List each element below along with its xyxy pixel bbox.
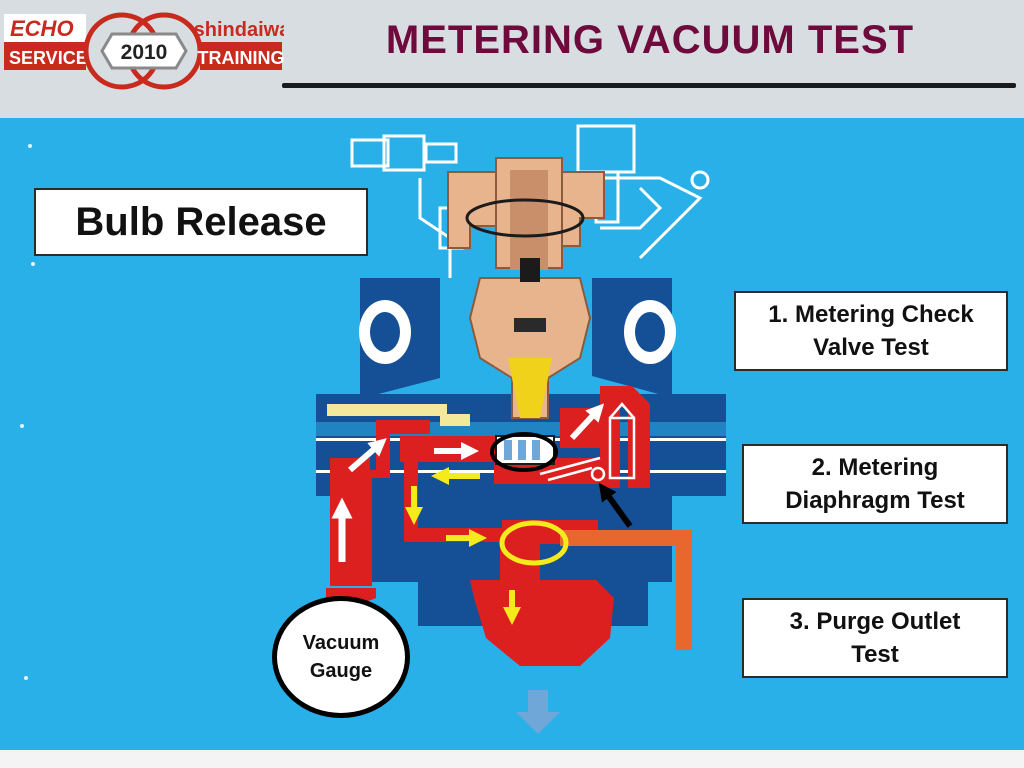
speck [20, 424, 24, 428]
vacuum-gauge-line2: Gauge [309, 660, 373, 682]
page-title: METERING VACUUM TEST [385, 18, 915, 62]
purge-outlet-test-label: 3. Purge Outlet Test [742, 598, 1008, 678]
purge-outlet-test-line1: 3. Purge Outlet [789, 608, 961, 635]
logo-left-sub: SERVICE [9, 48, 88, 68]
echo-word-bg [4, 14, 86, 42]
diaphragm-test-label: 2. Metering Diaphragm Test [742, 444, 1008, 524]
logo-right-word: shindaiwa [194, 19, 284, 41]
black-ring-icon [490, 432, 558, 472]
white-arrow-icon [569, 403, 605, 441]
logo-year-badge [100, 32, 188, 70]
venturi-assembly [327, 157, 605, 426]
footer-strip [0, 750, 1024, 768]
speck [28, 144, 32, 148]
purge-outlet-test-line2: Test [851, 641, 899, 668]
vacuum-gauge-line1: Vacuum [302, 632, 380, 654]
carburetor-diagram [20, 124, 726, 734]
training-logo: ECHO SERVICE 2010 shindaiwa TRAINING [4, 12, 285, 90]
down-arrow-icon [516, 690, 560, 734]
speck [24, 676, 28, 680]
speck [31, 262, 35, 266]
diaphragm-test-line1: 2. Metering [811, 454, 939, 481]
title-underline [282, 83, 1016, 88]
vacuum-gauge-label: Vacuum Gauge [272, 596, 410, 718]
diagram-stage: Bulb Release 1. Metering Check Valve Tes… [0, 118, 1024, 750]
white-arrow-icon [348, 438, 387, 473]
yellow-ring-icon [499, 520, 569, 566]
black-arrow-icon [598, 482, 633, 528]
logo-left-word: ECHO [10, 16, 74, 41]
header: ECHO SERVICE 2010 shindaiwa TRAINING MET… [0, 0, 1024, 118]
shindaiwa-sub-bg [200, 42, 282, 70]
check-valve-test-label: 1. Metering Check Valve Test [734, 291, 1008, 371]
check-valve-test-line1: 1. Metering Check [768, 301, 974, 328]
diaphragm-test-line2: Diaphragm Test [785, 487, 965, 514]
purge-outlet-tube [560, 530, 692, 650]
check-valve-test-line2: Valve Test [813, 334, 929, 361]
echo-sub-bg [4, 42, 86, 70]
logo-year: 2010 [121, 41, 168, 64]
bulb-release-label: Bulb Release [34, 188, 368, 256]
logo-right-sub: TRAINING [198, 48, 285, 68]
check-valve [539, 402, 636, 482]
